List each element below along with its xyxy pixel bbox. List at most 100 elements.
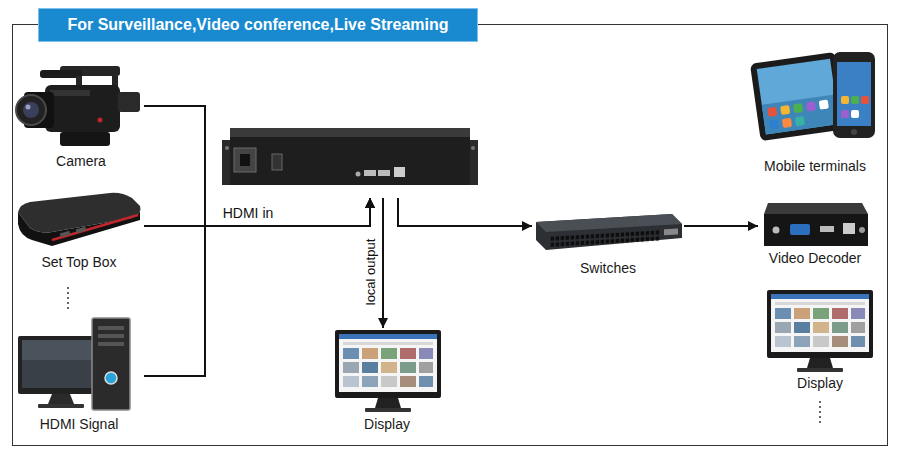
edge-label: local output: [363, 239, 379, 306]
illustration-layer: [767, 290, 873, 372]
camera-art: [16, 66, 140, 146]
hdmi-source-art: [105, 372, 117, 384]
set-top-box-art: [18, 206, 140, 246]
encoder-art: [471, 146, 475, 150]
device-node: Display: [762, 288, 878, 392]
decoder-art: [843, 223, 855, 234]
illustration-layer: [335, 330, 441, 412]
encoder-art: [222, 128, 478, 185]
continuation-dots: [67, 297, 69, 299]
device-label: HDMI Signal: [40, 416, 119, 433]
camera-art: [23, 102, 39, 118]
camera-art: [16, 95, 46, 125]
device-node: [222, 126, 478, 198]
mobile-art: [841, 96, 849, 104]
hdmi-source-art: [98, 334, 124, 338]
encoder-art: [240, 154, 250, 166]
device-label: Camera: [56, 153, 106, 170]
mobile-art: [750, 52, 846, 141]
mobile-art: [762, 94, 839, 134]
device-label: Display: [797, 375, 843, 392]
decoder-art: [764, 214, 868, 246]
switch-art: [536, 214, 682, 232]
camera-art: [26, 105, 31, 110]
hdmi-source-art: [38, 404, 84, 408]
hdmi-source-art: [18, 318, 130, 410]
encoder-art: [234, 148, 256, 172]
camera-art: [40, 70, 82, 78]
mobile-art: [851, 110, 859, 118]
decoder-art: [859, 227, 865, 233]
mobile-art: [841, 110, 849, 118]
set-top-box-art: [52, 215, 138, 240]
switch-art: [536, 214, 682, 250]
camera-art: [98, 118, 103, 123]
device-node: Display: [330, 328, 444, 433]
continuation-dots: [819, 401, 821, 403]
continuation-dots: [67, 292, 69, 294]
signal-arrow: [144, 106, 370, 226]
mobile-art: [757, 59, 839, 135]
hdmi-source-art: [98, 342, 124, 346]
camera-art: [45, 85, 120, 132]
mobile-art: [750, 52, 846, 141]
camera-art: [118, 92, 140, 112]
decoder-art: [790, 224, 810, 235]
signal-arrow: [684, 225, 758, 227]
mobile-art: [819, 99, 829, 109]
mobile-art: [795, 116, 805, 126]
mobile-art: [833, 52, 875, 138]
hdmi-source-art: [92, 318, 130, 410]
continuation-dots: [67, 287, 821, 423]
encoder-art: [364, 170, 376, 176]
continuation-dots: [67, 287, 69, 289]
signal-arrow: [398, 198, 532, 226]
encoder-art: [272, 154, 282, 170]
encoder-art: [230, 128, 470, 137]
encoder-art: [356, 172, 361, 177]
set-top-box-art: [60, 231, 71, 238]
device-label: Video Decoder: [769, 250, 861, 267]
switch-art: [550, 229, 660, 248]
mobile-art: [837, 62, 871, 126]
signal-arrow: [144, 198, 370, 376]
switch-art: [664, 228, 678, 235]
encoder-art: [230, 128, 470, 185]
mobile-art: [793, 103, 803, 113]
camera-art: [60, 132, 110, 146]
device-node: HDMI Signal: [14, 316, 144, 433]
set-top-box-art: [18, 193, 140, 233]
device-node: Camera: [18, 58, 144, 170]
signal-arrow: [144, 198, 370, 226]
device-node: Video Decoder: [758, 200, 872, 267]
decoder-art: [773, 227, 780, 234]
mobile-art: [769, 120, 779, 130]
mobile-art: [851, 96, 859, 104]
hdmi-source-art: [22, 340, 100, 360]
hdmi-source-art: [48, 394, 74, 404]
continuation-dots: [819, 406, 821, 408]
camera-art: [50, 90, 90, 96]
outer-frame: [13, 25, 888, 446]
switch-art: [550, 228, 678, 248]
mobile-art: [806, 101, 816, 111]
decoder-art: [764, 203, 868, 214]
continuation-dots: [67, 302, 69, 304]
device-label: Set Top Box: [41, 254, 116, 271]
device-label: Mobile terminals: [764, 158, 866, 175]
device-node: Mobile terminals: [748, 44, 882, 175]
mobile-art: [750, 52, 875, 141]
set-top-box-art: [18, 193, 140, 246]
device-label: Display: [364, 416, 410, 433]
hdmi-source-art: [18, 336, 104, 394]
continuation-dots: [819, 421, 821, 423]
mobile-art: [861, 96, 869, 104]
signal-arrow: [382, 198, 384, 328]
switch-art: [536, 214, 682, 250]
edge-label: HDMI in: [223, 205, 274, 221]
device-node: Set Top Box: [14, 188, 144, 271]
encoder-art: [225, 146, 229, 150]
